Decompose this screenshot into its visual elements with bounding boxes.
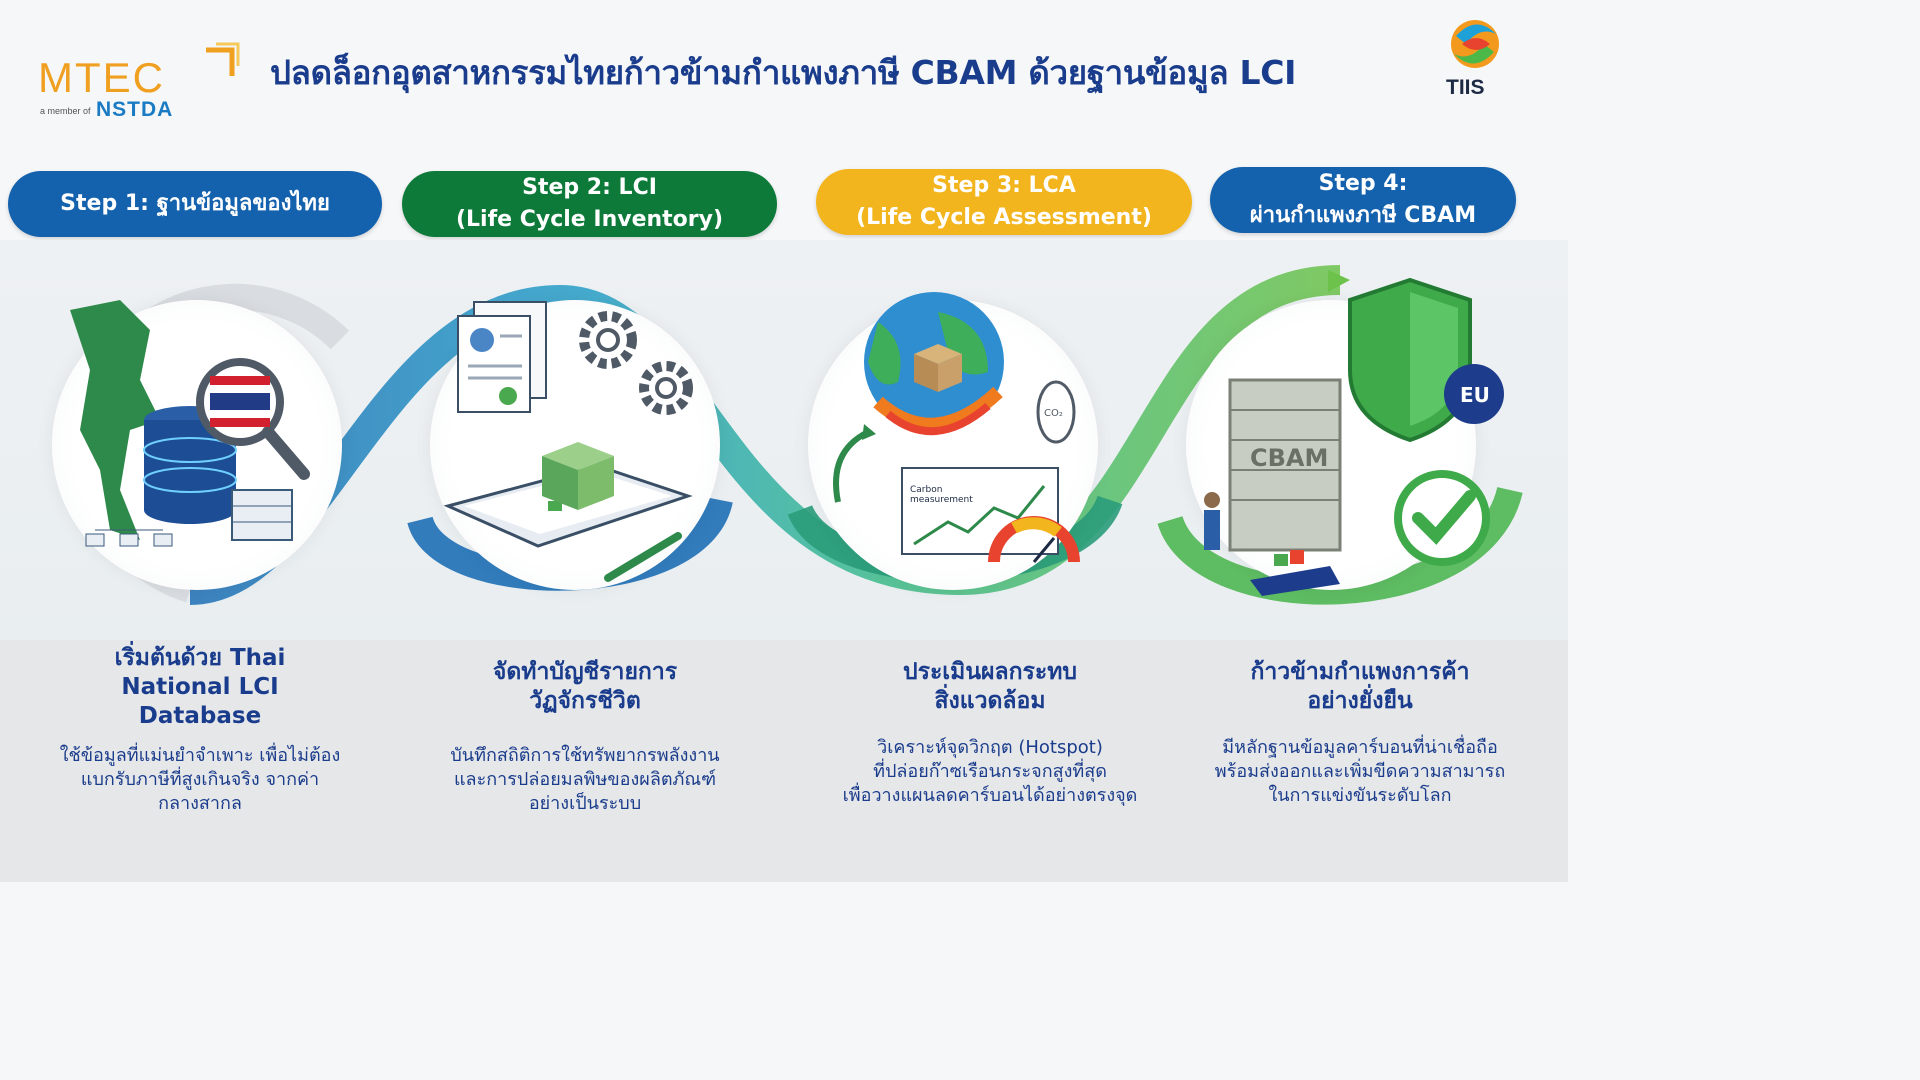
step-3-pill-line2: (Life Cycle Assessment) (856, 205, 1152, 230)
step-2-heading: จัดทำบัญชีรายการ วัฏจักรชีวิต (420, 658, 750, 716)
description-band (0, 640, 1568, 882)
step-2-heading-line1: จัดทำบัญชีรายการ (492, 659, 678, 685)
eu-label: EU (1460, 383, 1490, 407)
step-1-body-line2: แบกรับภาษีที่สูงเกินจริง จากค่า (80, 769, 320, 790)
shield-icon (1348, 277, 1472, 443)
co2-label: CO₂ (1044, 408, 1063, 419)
step-2-illustration (443, 301, 693, 582)
step-3-heading-line2: สิ่งแวดล้อม (934, 688, 1046, 714)
step-4-heading-line2: อย่างยั่งยืน (1307, 688, 1413, 714)
carbon-label-line2: measurement (910, 495, 973, 505)
step-3-heading-line1: ประเมินผลกระทบ (902, 659, 1078, 685)
check-icon (1394, 470, 1490, 566)
thai-flag-icon (210, 376, 270, 427)
tiis-logo: TIIS (1440, 14, 1510, 104)
step-2-body-line1: บันทึกสถิติการใช้ทรัพยากรพลังงาน (450, 745, 720, 766)
step-2-heading-line2: วัฏจักรชีวิต (529, 688, 641, 714)
pen-icon (604, 532, 682, 582)
page-title: ปลดล็อกอุตสาหกรรมไทยก้าวข้ามกำแพงภาษี CB… (270, 53, 1297, 92)
chart-icon: Carbon measurement (901, 467, 1059, 555)
footprint-icon: CO₂ (1036, 380, 1076, 444)
step-3-body-line1: วิเคราะห์จุดวิกฤต (Hotspot) (877, 737, 1103, 758)
step-2-body-line3: อย่างเป็นระบบ (528, 793, 642, 814)
server-rack-icon (231, 489, 293, 541)
step-4-body-line2: พร้อมส่งออกและเพิ่มขีดความสามารถ (1214, 761, 1506, 782)
step-1-body-line1: ใช้ข้อมูลที่แม่นยำจำเพาะ เพื่อไม่ต้อง (59, 745, 341, 766)
step-3-body-line2: ที่ปล่อยก๊าซเรือนกระจกสูงที่สุด (873, 761, 1107, 782)
step-3-pill: Step 3: LCA (Life Cycle Assessment) (816, 169, 1192, 235)
globe-icon (864, 292, 1004, 436)
step-1-pill-line1: Step 1: ฐานข้อมูลของไทย (60, 191, 330, 216)
step-4-pill: Step 4: ผ่านกำแพงภาษี CBAM (1210, 167, 1516, 233)
document-icon (457, 301, 547, 413)
step-1-pill: Step 1: ฐานข้อมูลของไทย (8, 171, 382, 237)
mtec-arrow-icon (206, 42, 240, 76)
step-3-pill-line1: Step 3: LCA (932, 173, 1076, 198)
step-1-heading: เริ่มต้นด้วย Thai National LCI Database (40, 644, 360, 731)
step-2-pill-line2: (Life Cycle Inventory) (455, 207, 724, 232)
carbon-label-line1: Carbon (910, 485, 942, 495)
network-tree-icon (85, 529, 173, 547)
box-icon (542, 442, 614, 510)
brick-wall-icon: CBAM (1228, 378, 1342, 552)
step-2-pill-line1: Step 2: LCI (522, 175, 657, 200)
eu-badge-icon: EU (1444, 364, 1504, 424)
step-1-body-line3: กลางสากล (158, 793, 242, 814)
step-3-body: วิเคราะห์จุดวิกฤต (Hotspot) ที่ปล่อยก๊าซ… (800, 736, 1180, 808)
step-4-pill-line1: Step 4: (1318, 171, 1408, 196)
step-2-body: บันทึกสถิติการใช้ทรัพยากรพลังงาน และการป… (410, 744, 760, 816)
magnifier-icon (196, 358, 310, 480)
cbam-wall-label: CBAM (1250, 444, 1328, 472)
step-4-pill-line2: ผ่านกำแพงภาษี CBAM (1249, 203, 1477, 228)
step-3-body-line3: เพื่อวางแผนลดคาร์บอนได้อย่างตรงจุด (842, 785, 1138, 806)
ship-icon (1250, 550, 1340, 596)
cycle-arrow-icon (833, 424, 876, 503)
step-3-heading: ประเมินผลกระทบ สิ่งแวดล้อม (820, 658, 1160, 716)
step-4-heading: ก้าวข้ามกำแพงการค้า อย่างยั่งยืน (1190, 658, 1530, 716)
step-1-heading-line3: Database (138, 703, 262, 729)
flow-arrow-head (1328, 270, 1350, 292)
step-4-body-line1: มีหลักฐานข้อมูลคาร์บอนที่น่าเชื่อถือ (1222, 737, 1498, 758)
step-1-heading-line1: เริ่มต้นด้วย Thai (114, 645, 286, 671)
step-1-heading-line2: National LCI (121, 674, 279, 700)
step-4-body: มีหลักฐานข้อมูลคาร์บอนที่น่าเชื่อถือ พร้… (1180, 736, 1540, 808)
step-2-pill: Step 2: LCI (Life Cycle Inventory) (402, 171, 777, 237)
nstda-wordmark: NSTDA (96, 98, 174, 121)
step-2-body-line2: และการปล่อยมลพิษของผลิตภัณฑ์ (453, 769, 717, 790)
step-1-body: ใช้ข้อมูลที่แม่นยำจำเพาะ เพื่อไม่ต้อง แบ… (30, 744, 370, 816)
person-icon (1204, 492, 1220, 550)
step-1-illustration (70, 300, 310, 547)
mtec-wordmark: MTEC (38, 54, 165, 101)
mtec-member-text: a member of (40, 106, 91, 116)
step-3-illustration: CO₂ Carbon measurement (833, 292, 1080, 563)
gear-icon (579, 311, 637, 369)
mtec-logo: MTEC a member of NSTDA (38, 40, 240, 130)
tiis-wordmark: TIIS (1446, 76, 1485, 99)
step-4-heading-line1: ก้าวข้ามกำแพงการค้า (1250, 659, 1470, 685)
tiis-swirl-icon (1451, 20, 1499, 68)
step-4-body-line3: ในการแข่งขันระดับโลก (1268, 785, 1452, 806)
gauge-icon (988, 516, 1080, 563)
gear-icon (639, 361, 693, 415)
step-4-illustration: EU CBAM (1204, 277, 1504, 596)
thailand-map-icon (70, 300, 160, 540)
